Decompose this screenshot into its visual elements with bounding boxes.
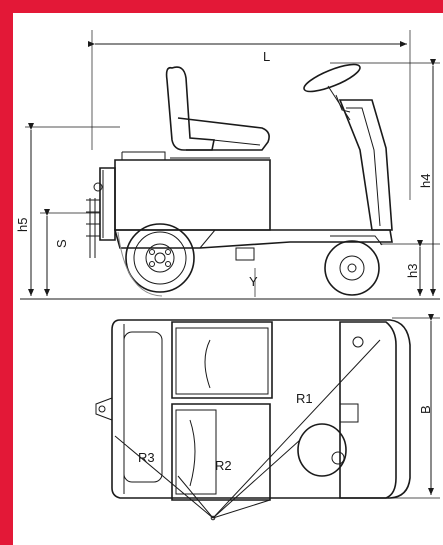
chassis-body <box>114 159 271 231</box>
label-s: S <box>54 239 69 248</box>
battery-top <box>171 403 271 501</box>
vehicle-outline-top <box>111 319 411 499</box>
seat-back <box>165 66 215 151</box>
label-r1: R1 <box>296 391 313 406</box>
radius-line-r3 <box>114 435 214 519</box>
label-l: L <box>263 49 270 64</box>
front-console <box>339 321 397 499</box>
turning-center <box>210 515 216 521</box>
control-panel <box>339 403 359 423</box>
label-r3: R3 <box>138 450 155 465</box>
drive-wheel <box>125 223 195 293</box>
radius-line-r2 <box>177 475 214 519</box>
tow-hitch <box>95 397 113 421</box>
label-r2: R2 <box>215 458 232 473</box>
frame-left-bar <box>0 0 13 545</box>
frame-top-bar <box>0 0 443 13</box>
label-h4: h4 <box>418 174 433 188</box>
side-view <box>20 30 440 300</box>
label-h3: h3 <box>405 264 420 278</box>
steering-wheel <box>303 63 361 93</box>
seat-top <box>171 321 273 399</box>
top-view <box>95 314 440 521</box>
seat-cushion <box>177 117 270 151</box>
label-b: B <box>418 405 433 414</box>
steering-wheel-top <box>297 423 347 477</box>
front-wheel <box>324 240 380 296</box>
steering-console <box>338 99 393 231</box>
radius-line-r1 <box>212 339 381 519</box>
battery-plug <box>235 247 255 261</box>
rear-bumper <box>99 167 116 241</box>
label-h5: h5 <box>15 218 30 232</box>
label-y: Y <box>249 274 258 289</box>
rear-compartment <box>123 331 163 483</box>
